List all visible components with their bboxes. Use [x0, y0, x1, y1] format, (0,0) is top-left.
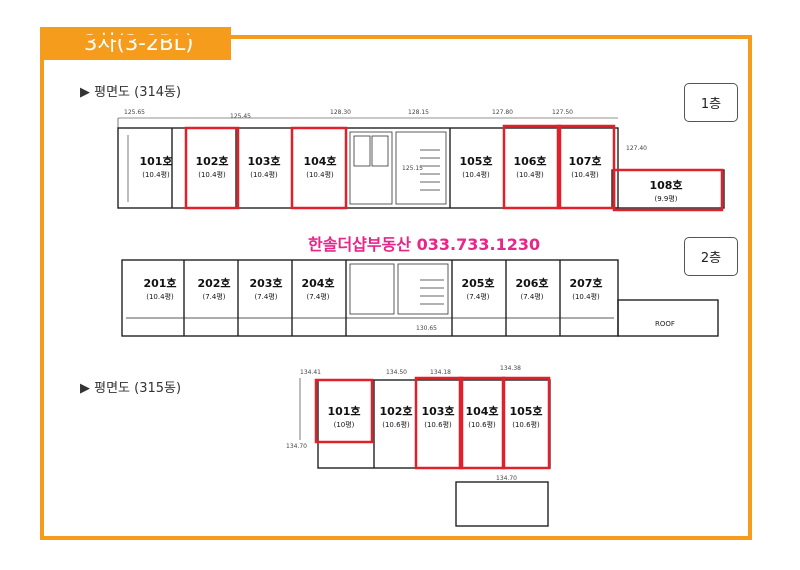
- b314-f2-unit-size: (7.4평): [466, 292, 489, 301]
- b314-f1-unit-number: 108호: [649, 178, 682, 192]
- svg-text:134.50: 134.50: [386, 369, 407, 376]
- svg-text:134.38: 134.38: [500, 365, 521, 372]
- b315-f1-unit-size: (10.6평): [424, 420, 452, 429]
- b314-f2-unit-number: 202호: [197, 276, 230, 290]
- building-315-walls: [299, 378, 551, 527]
- plan-315-label: ▶ 평면도 (315동): [80, 381, 182, 396]
- b315-f1-unit-size: (10평): [334, 420, 355, 429]
- b314-f1-unit-number: 107호: [568, 154, 601, 168]
- b314-f2-unit-number: 204호: [301, 276, 334, 290]
- b315-f1-unit-number: 101호: [327, 404, 360, 418]
- b315-f1-unit-number: 103호: [421, 404, 454, 418]
- highlight-boxes-314: [184, 124, 724, 212]
- b314-f2-unit-size: (7.4평): [202, 292, 225, 301]
- b314-f1-unit-number: 104호: [303, 154, 336, 168]
- building-314-floor-2-walls: [121, 259, 719, 337]
- b314-f1-unit-size: (10.4평): [571, 170, 599, 179]
- content-frame: [40, 35, 752, 540]
- b314-f2-unit-number: 206호: [515, 276, 548, 290]
- elevation-markers: 125.65 125.45 128.30 128.15 127.80 127.5…: [124, 109, 647, 482]
- svg-text:125.65: 125.65: [124, 109, 145, 116]
- b314-f1-unit-size: (10.4평): [198, 170, 226, 179]
- b315-f1-unit-number: 102호: [379, 404, 412, 418]
- b314-f1-unit-size: (9.9평): [654, 194, 677, 203]
- svg-text:127.40: 127.40: [626, 145, 647, 152]
- svg-text:128.30: 128.30: [330, 109, 351, 116]
- b315-f1-unit-number: 104호: [465, 404, 498, 418]
- core-block-floor-1: [349, 131, 447, 205]
- b314-f1-unit-size: (10.4평): [306, 170, 334, 179]
- b315-f1-unit-size: (10.6평): [382, 420, 410, 429]
- b314-f2-unit-number: 207호: [569, 276, 602, 290]
- svg-text:134.41: 134.41: [300, 369, 321, 376]
- svg-text:134.70: 134.70: [496, 475, 517, 482]
- realtor-banner: 한솔더샵부동산 033.733.1230: [308, 235, 541, 254]
- b314-f1-unit-number: 102호: [195, 154, 228, 168]
- svg-text:125.45: 125.45: [230, 113, 251, 120]
- b314-f1-unit-size: (10.4평): [462, 170, 490, 179]
- roof-label: ROOF: [655, 320, 675, 328]
- svg-text:128.15: 128.15: [408, 109, 429, 116]
- b314-f2-unit-number: 201호: [143, 276, 176, 290]
- b315-f1-unit-size: (10.6평): [512, 420, 540, 429]
- b314-f1-unit-number: 106호: [513, 154, 546, 168]
- b314-f1-unit-size: (10.4평): [142, 170, 170, 179]
- b314-f2-unit-number: 205호: [461, 276, 494, 290]
- b314-f1-unit-size: (10.4평): [516, 170, 544, 179]
- b315-f1-unit-size: (10.6평): [468, 420, 496, 429]
- svg-text:134.70: 134.70: [286, 443, 307, 450]
- b314-f1-unit-number: 101호: [139, 154, 172, 168]
- svg-text:127.80: 127.80: [492, 109, 513, 116]
- highlight-boxes-315: [314, 376, 551, 470]
- core-block-floor-2: [349, 263, 449, 315]
- b314-f2-unit-size: (10.4평): [572, 292, 600, 301]
- b314-f2-unit-number: 203호: [249, 276, 282, 290]
- b314-f2-unit-size: (7.4평): [254, 292, 277, 301]
- b314-f1-unit-size: (10.4평): [250, 170, 278, 179]
- b314-f2-unit-size: (7.4평): [520, 292, 543, 301]
- svg-text:127.50: 127.50: [552, 109, 573, 116]
- svg-text:134.18: 134.18: [430, 369, 451, 376]
- floor-2-badge: 2층: [684, 237, 738, 276]
- b314-f2-unit-size: (10.4평): [146, 292, 174, 301]
- b314-f1-unit-number: 105호: [459, 154, 492, 168]
- floor-1-badge: 1층: [684, 83, 738, 122]
- svg-text:125.15: 125.15: [402, 165, 423, 172]
- b315-f1-unit-number: 105호: [509, 404, 542, 418]
- b314-f2-unit-size: (7.4평): [306, 292, 329, 301]
- plan-314-label: ▶ 평면도 (314동): [80, 85, 182, 100]
- svg-text:130.65: 130.65: [416, 325, 437, 332]
- b314-f1-unit-number: 103호: [247, 154, 280, 168]
